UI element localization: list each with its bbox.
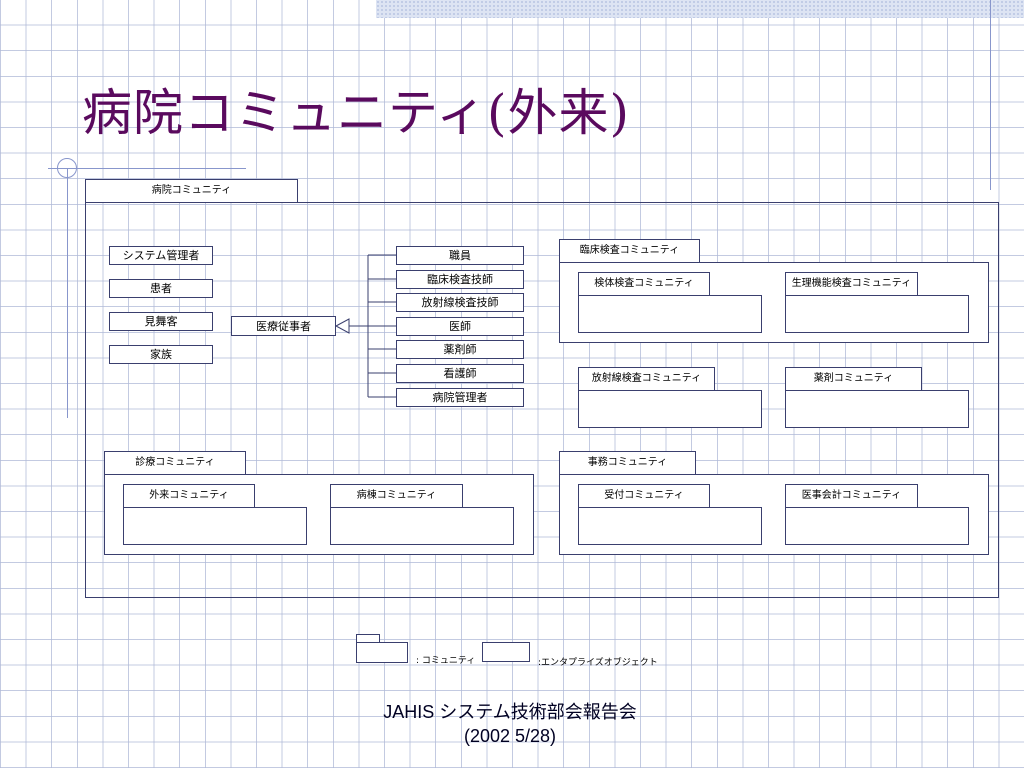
outpatient-community-tab: 外来コミュニティ	[123, 484, 255, 508]
reception-community-frame	[578, 507, 762, 545]
pharmacy-community-tab: 薬剤コミュニティ	[785, 367, 922, 391]
decorative-circle-icon	[57, 158, 77, 178]
medical-care-community-tab: 診療コミュニティ	[104, 451, 246, 475]
legend-enterprise-object-symbol	[482, 642, 530, 662]
role-pharmacist: 薬剤師	[396, 340, 524, 359]
ward-community-frame	[330, 507, 514, 545]
ward-community-tab: 病棟コミュニティ	[330, 484, 463, 508]
role-system-admin: システム管理者	[109, 246, 213, 265]
role-hospital-admin: 病院管理者	[396, 388, 524, 407]
reception-community-tab: 受付コミュニティ	[578, 484, 710, 508]
office-community-tab: 事務コミュニティ	[559, 451, 696, 475]
inheritance-connector	[334, 254, 397, 398]
physiology-test-community-tab: 生理機能検査コミュニティ	[785, 272, 918, 296]
medical-staff-box: 医療従事者	[231, 316, 336, 336]
slide-footer: JAHIS システム技術部会報告会 (2002 5/28)	[320, 700, 700, 748]
clinical-lab-community-tab: 臨床検査コミュニティ	[559, 239, 700, 263]
decorative-title-underline	[48, 168, 246, 169]
role-lab-technician: 臨床検査技師	[396, 270, 524, 289]
decorative-right-line	[990, 0, 991, 190]
medical-accounting-community-frame	[785, 507, 969, 545]
physiology-test-community-frame	[785, 295, 969, 333]
role-doctor: 医師	[396, 317, 524, 336]
header-band	[376, 0, 1024, 18]
hospital-community-tab: 病院コミュニティ	[85, 179, 298, 203]
legend-enterprise-object-label: :エンタプライズオブジェクト	[538, 658, 658, 668]
role-family: 家族	[109, 345, 213, 364]
role-nurse: 看護師	[396, 364, 524, 383]
slide-title: 病院コミュニティ(外来)	[82, 84, 631, 142]
specimen-test-community-frame	[578, 295, 762, 333]
hospital-community-frame	[85, 202, 999, 598]
role-staff: 職員	[396, 246, 524, 265]
radiology-community-frame	[578, 390, 762, 428]
legend-community-label: : コミュニティ	[416, 656, 476, 666]
role-visitor: 見舞客	[109, 312, 213, 331]
role-radiology-technician: 放射線検査技師	[396, 293, 524, 312]
legend-community-symbol	[356, 642, 408, 663]
radiology-community-tab: 放射線検査コミュニティ	[578, 367, 715, 391]
pharmacy-community-frame	[785, 390, 969, 428]
specimen-test-community-tab: 検体検査コミュニティ	[578, 272, 710, 296]
outpatient-community-frame	[123, 507, 307, 545]
footer-line-1: JAHIS システム技術部会報告会	[383, 702, 637, 722]
role-patient: 患者	[109, 279, 213, 298]
footer-line-2: (2002 5/28)	[463, 726, 557, 746]
medical-accounting-community-tab: 医事会計コミュニティ	[785, 484, 918, 508]
decorative-left-line	[67, 168, 68, 418]
